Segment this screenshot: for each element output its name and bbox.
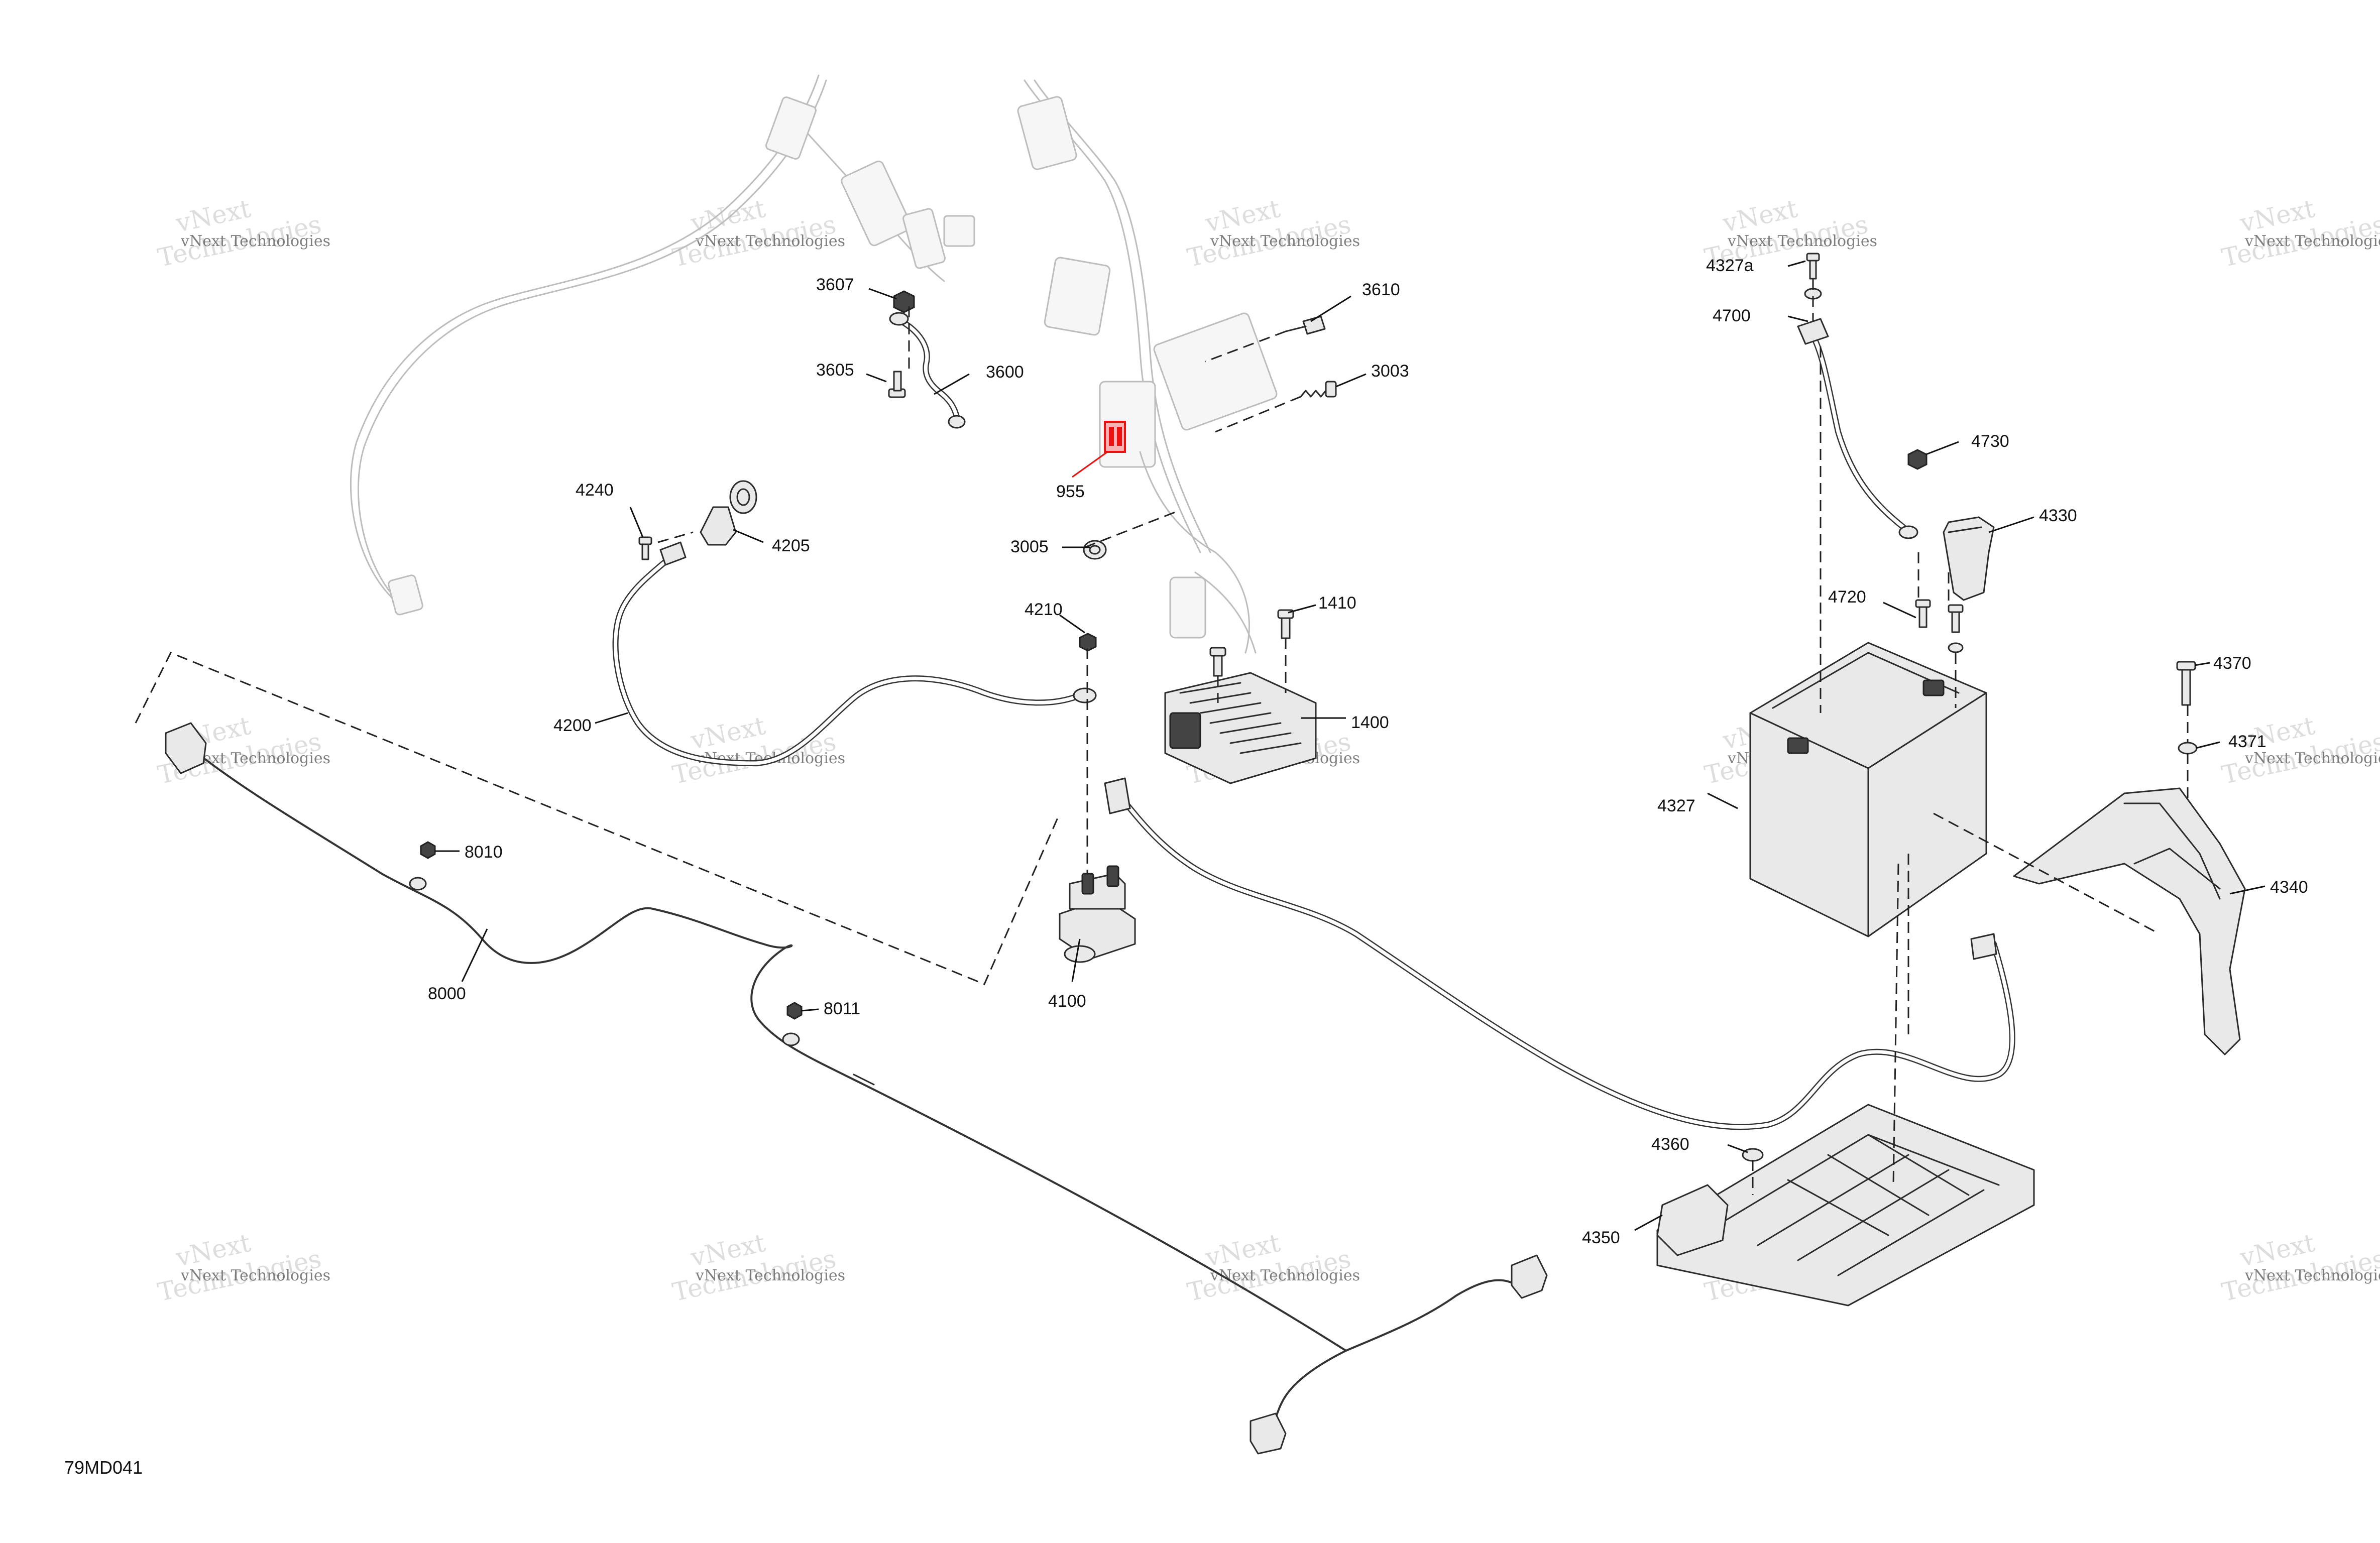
battery-negative-cable — [1104, 777, 2015, 1130]
callout-labels: 955 1400 1410 3003 3005 3600 3605 3607 3… — [428, 256, 2308, 1247]
part-4730-nut[interactable] — [1907, 449, 1928, 470]
part-1410-screw[interactable] — [1277, 609, 1294, 639]
svg-text:vNext Technologies: vNext Technologies — [2244, 1267, 2380, 1284]
svg-text:vNext Technologies: vNext Technologies — [2244, 232, 2380, 250]
callout-4240[interactable]: 4240 — [576, 481, 614, 500]
callout-4371[interactable]: 4371 — [2228, 732, 2266, 751]
part-4360-washer[interactable] — [1742, 1148, 1764, 1162]
part-4700-battery-cable[interactable] — [1797, 318, 1918, 539]
part-4205-terminal-boot[interactable] — [700, 480, 757, 546]
watermark-1: vNext Technologies vNext Technologies — [155, 194, 330, 273]
part-3605-bolt[interactable] — [888, 371, 906, 398]
callout-1400[interactable]: 1400 — [1351, 713, 1389, 732]
callout-4205[interactable]: 4205 — [772, 536, 810, 555]
part-4327-battery[interactable] — [1749, 642, 1987, 937]
part-4370-bolt[interactable] — [2176, 661, 2196, 706]
part-3600-ground-cable[interactable] — [889, 312, 966, 429]
part-4340-battery-bracket[interactable] — [2013, 787, 2246, 1055]
part-4200-positive-cable[interactable] — [612, 541, 1097, 766]
callout-8010[interactable]: 8010 — [465, 843, 503, 862]
watermark-5: vNext Technologies vNext Technologies — [2219, 194, 2380, 273]
part-4210-nut[interactable] — [1079, 633, 1097, 652]
callout-3605[interactable]: 3605 — [816, 361, 854, 380]
callout-4210[interactable]: 4210 — [1025, 600, 1063, 619]
callout-3600[interactable]: 3600 — [986, 363, 1024, 382]
watermark-2: vNext Technologies vNext Technologies — [670, 194, 845, 273]
watermark-7: vNext Technologies vNext Technologies — [670, 711, 845, 790]
callout-3607[interactable]: 3607 — [816, 275, 854, 294]
part-1400-voltage-regulator[interactable] — [1164, 672, 1317, 784]
part-4371-washer[interactable] — [2178, 742, 2198, 755]
svg-text:vNext Technologies: vNext Technologies — [1210, 232, 1360, 250]
callout-4200[interactable]: 4200 — [553, 716, 592, 735]
callout-4340[interactable]: 4340 — [2270, 878, 2308, 897]
callout-955[interactable]: 955 — [1056, 482, 1085, 501]
regulator-mount-screw — [1209, 647, 1226, 677]
diagram-reference-code: 79MD041 — [64, 1457, 143, 1478]
callout-3005[interactable]: 3005 — [1010, 537, 1049, 556]
part-955-fuse[interactable] — [1104, 421, 1126, 453]
part-4720-bolt[interactable] — [1915, 599, 1931, 628]
main-wiring-harness-ghost — [350, 74, 1278, 654]
callout-4730[interactable]: 4730 — [1971, 432, 2009, 451]
callout-4330[interactable]: 4330 — [2039, 506, 2077, 525]
svg-text:vNext Technologies: vNext Technologies — [695, 1267, 845, 1284]
watermark-12: vNext Technologies vNext Technologies — [670, 1228, 845, 1307]
part-4240-screw[interactable] — [638, 536, 652, 560]
callout-4720[interactable]: 4720 — [1828, 587, 1866, 607]
battery-bolt-right — [1948, 604, 1964, 653]
part-3607-nut[interactable] — [893, 290, 915, 313]
callout-8011[interactable]: 8011 — [824, 999, 860, 1018]
callout-4327a[interactable]: 4327a — [1706, 256, 1754, 275]
callout-8000[interactable]: 8000 — [428, 984, 466, 1003]
svg-text:vNext Technologies: vNext Technologies — [2244, 750, 2380, 767]
callout-leaders — [435, 260, 2265, 1231]
part-4330-terminal-cover[interactable] — [1943, 516, 1995, 601]
callout-3610[interactable]: 3610 — [1362, 280, 1400, 299]
callout-4327[interactable]: 4327 — [1657, 796, 1695, 815]
svg-text:vNext Technologies: vNext Technologies — [1210, 1267, 1360, 1284]
part-4100-starter-solenoid[interactable] — [1059, 865, 1136, 963]
svg-text:vNext Technologies: vNext Technologies — [180, 1267, 330, 1284]
part-8010-clip[interactable] — [409, 841, 436, 891]
svg-text:vNext Technologies: vNext Technologies — [1727, 232, 1877, 250]
watermark-15: vNext Technologies vNext Technologies — [2219, 1228, 2380, 1307]
callout-4360[interactable]: 4360 — [1651, 1135, 1689, 1154]
watermark-3: vNext Technologies vNext Technologies — [1185, 194, 1360, 273]
callout-3003[interactable]: 3003 — [1371, 362, 1409, 381]
part-3003-screw[interactable] — [1300, 381, 1337, 398]
svg-text:vNext Technologies: vNext Technologies — [180, 232, 330, 250]
callout-4370[interactable]: 4370 — [2213, 654, 2251, 673]
callout-4350[interactable]: 4350 — [1582, 1228, 1620, 1247]
battery-terminal-bolt — [1806, 253, 1820, 280]
part-3610-bolt[interactable] — [1285, 315, 1326, 335]
part-8011-clip[interactable] — [782, 1002, 803, 1046]
watermark-11: vNext Technologies vNext Technologies — [155, 1228, 330, 1307]
assembly-dashed-lines — [135, 279, 2189, 1195]
callout-1410[interactable]: 1410 — [1318, 594, 1356, 613]
part-8000-wire-harness[interactable] — [165, 722, 1548, 1455]
callout-4100[interactable]: 4100 — [1048, 992, 1086, 1011]
part-4350-battery-tray[interactable] — [1656, 1104, 2035, 1307]
callout-4700[interactable]: 4700 — [1713, 306, 1751, 325]
svg-text:vNext Technologies: vNext Technologies — [695, 232, 845, 250]
